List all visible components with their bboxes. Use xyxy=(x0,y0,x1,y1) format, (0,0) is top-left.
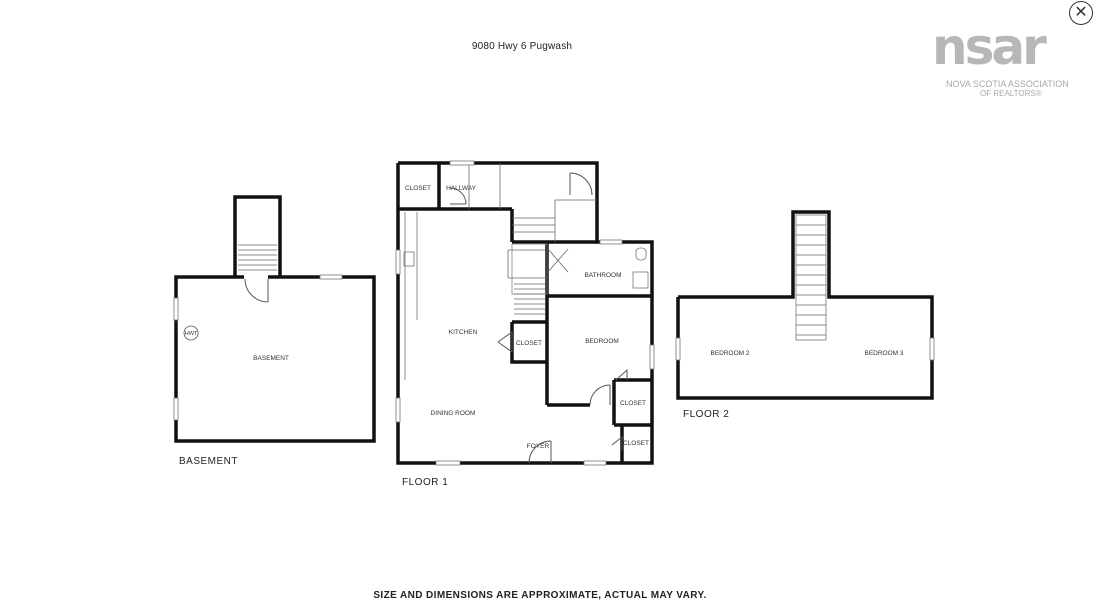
basement-door xyxy=(244,275,269,303)
basement-stairs xyxy=(238,244,277,271)
room-closet-right2: CLOSET xyxy=(623,440,649,447)
room-closet-mid: CLOSET xyxy=(516,340,542,347)
logo-line-2: OF REALTORS® xyxy=(980,89,1042,98)
basement-windows xyxy=(173,274,343,421)
room-dining: DINING ROOM xyxy=(431,410,476,417)
basement-walls xyxy=(174,275,376,443)
floor1-fixtures xyxy=(403,212,649,380)
floor1-windows xyxy=(395,160,655,466)
room-bedroom: BEDROOM xyxy=(585,338,619,345)
basement-plan xyxy=(174,195,376,443)
close-button[interactable]: ✕ xyxy=(1069,1,1093,25)
dimensions-disclaimer: SIZE AND DIMENSIONS ARE APPROXIMATE, ACT… xyxy=(373,590,707,601)
basement-label: BASEMENT xyxy=(179,456,239,467)
logo-line-1: NOVA SCOTIA ASSOCIATION xyxy=(946,79,1069,89)
floor2-plan xyxy=(676,210,934,400)
room-basement: BASEMENT xyxy=(253,355,289,362)
floor1-outer-walls xyxy=(396,161,654,465)
room-kitchen: KITCHEN xyxy=(449,329,478,336)
nsar-logo: nsar NOVA SCOTIA ASSOCIATION OF REALTORS… xyxy=(930,18,1092,104)
floor2-label: FLOOR 2 xyxy=(683,409,730,420)
floor2-windows xyxy=(675,337,935,361)
water-heater xyxy=(183,325,199,341)
floor1-label: FLOOR 1 xyxy=(402,477,449,488)
logo-wordmark: nsar xyxy=(932,18,1047,76)
room-bathroom: BATHROOM xyxy=(584,272,621,279)
basement-stair-well xyxy=(233,195,282,277)
floor1-doors xyxy=(449,172,628,464)
hwt-label: HWT xyxy=(185,331,198,337)
room-closet-top: CLOSET xyxy=(405,185,431,192)
floor1-plan xyxy=(396,161,654,465)
close-icon: ✕ xyxy=(1074,4,1088,21)
floor1-stairs xyxy=(468,163,597,315)
room-hallway: HALLWAY xyxy=(446,185,477,192)
room-closet-right1: CLOSET xyxy=(620,400,646,407)
property-address: 9080 Hwy 6 Pugwash xyxy=(471,41,573,52)
room-foyer: FOYER xyxy=(527,443,550,450)
floor2-stairs xyxy=(795,214,827,341)
room-bedroom-3: BEDROOM 3 xyxy=(864,350,903,357)
floor2-walls xyxy=(676,210,934,400)
room-bedroom-2: BEDROOM 2 xyxy=(710,350,749,357)
